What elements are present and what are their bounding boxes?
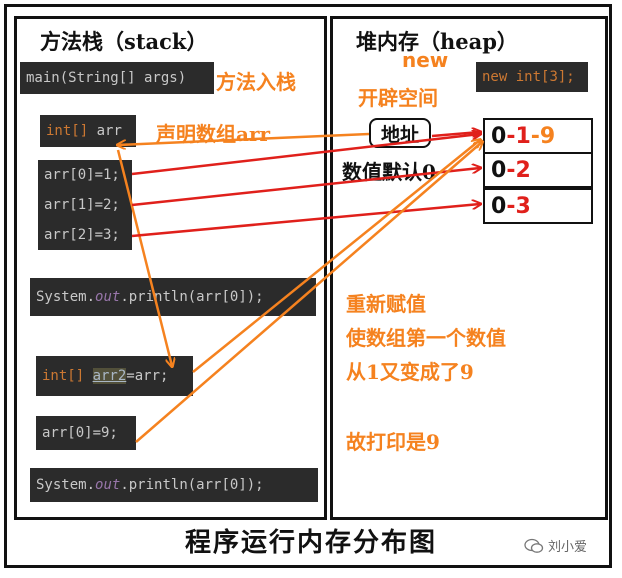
- note-push-stack: 方法入栈: [216, 70, 296, 94]
- note-alloc-space: 开辟空间: [358, 86, 438, 110]
- code-assign-2: arr[2]=3;: [38, 220, 132, 250]
- heap-cell-0-sep1: -: [506, 123, 516, 149]
- watermark-text: 刘小爱: [548, 540, 588, 555]
- code-heap-new: new int[3];: [476, 62, 588, 92]
- heap-cell-1-value: 2: [515, 157, 531, 183]
- diagram-caption: 程序运行内存分布图: [184, 528, 437, 558]
- heap-cell-0-new-value: 9: [539, 123, 556, 149]
- code-print-suffix: .println(arr[0]);: [120, 289, 264, 305]
- heap-cell-2-value: 3: [515, 193, 531, 219]
- code-arr2-decl: int[] arr2=arr;: [36, 356, 193, 396]
- note-reassign-3: 从1又变成了9: [346, 360, 474, 384]
- code-arr2-var: arr2: [92, 368, 127, 384]
- code-main-decl: main(String[] args): [20, 62, 214, 94]
- heap-cell-1: 0-2: [483, 152, 593, 188]
- code-array-decl: int[] arr: [40, 115, 136, 147]
- code-heap-new-kw: new: [482, 69, 508, 85]
- address-label-box: 地址: [369, 118, 431, 148]
- code-assign-0: arr[0]=1;: [38, 160, 132, 190]
- code-type: int[]: [46, 123, 89, 139]
- code-print-1: System.out.println(arr[0]);: [30, 278, 316, 316]
- diagram-frame: [4, 4, 612, 568]
- code-arr2-type: int[]: [42, 368, 93, 384]
- code-reassign: arr[0]=9;: [36, 416, 136, 450]
- wechat-icon: [524, 538, 544, 553]
- heap-cell-1-sep: -: [506, 157, 516, 183]
- code-print-prefix: System.: [36, 289, 96, 305]
- watermark: 刘小爱: [524, 536, 587, 555]
- note-address: 地址: [380, 123, 419, 146]
- code-print2-out: out: [95, 477, 121, 493]
- note-default-value: 数值默认0: [342, 160, 436, 184]
- code-heap-new-rest: int[3];: [507, 69, 575, 85]
- note-reassign-2: 使数组第一个数值: [346, 326, 506, 350]
- note-print-result: 故打印是9: [346, 430, 440, 454]
- stack-title: 方法栈（stack）: [40, 29, 208, 54]
- code-print2-suffix: .println(arr[0]);: [120, 477, 264, 493]
- code-print-out: out: [95, 289, 121, 305]
- heap-cell-1-index: 0: [491, 157, 507, 183]
- heap-cell-0: 0-1-9: [483, 118, 593, 154]
- heap-cell-2: 0-3: [483, 188, 593, 224]
- heap-cell-0-index: 0: [491, 123, 507, 149]
- heap-cell-0-old-value: 1: [515, 123, 531, 149]
- code-assign-1: arr[1]=2;: [38, 190, 132, 220]
- note-declare-array: 声明数组arr: [156, 122, 271, 146]
- code-print2-prefix: System.: [36, 477, 96, 493]
- heap-title: 堆内存（heap）: [356, 29, 518, 54]
- heap-cell-0-sep2: -: [530, 123, 540, 149]
- heap-cell-2-index: 0: [491, 193, 507, 219]
- code-print-2: System.out.println(arr[0]);: [30, 468, 318, 502]
- heap-cell-2-sep: -: [506, 193, 516, 219]
- code-arr2-rest: =arr;: [126, 368, 169, 384]
- code-var: arr: [88, 123, 122, 139]
- note-reassign-1: 重新赋值: [346, 292, 426, 316]
- note-new: new: [402, 48, 449, 72]
